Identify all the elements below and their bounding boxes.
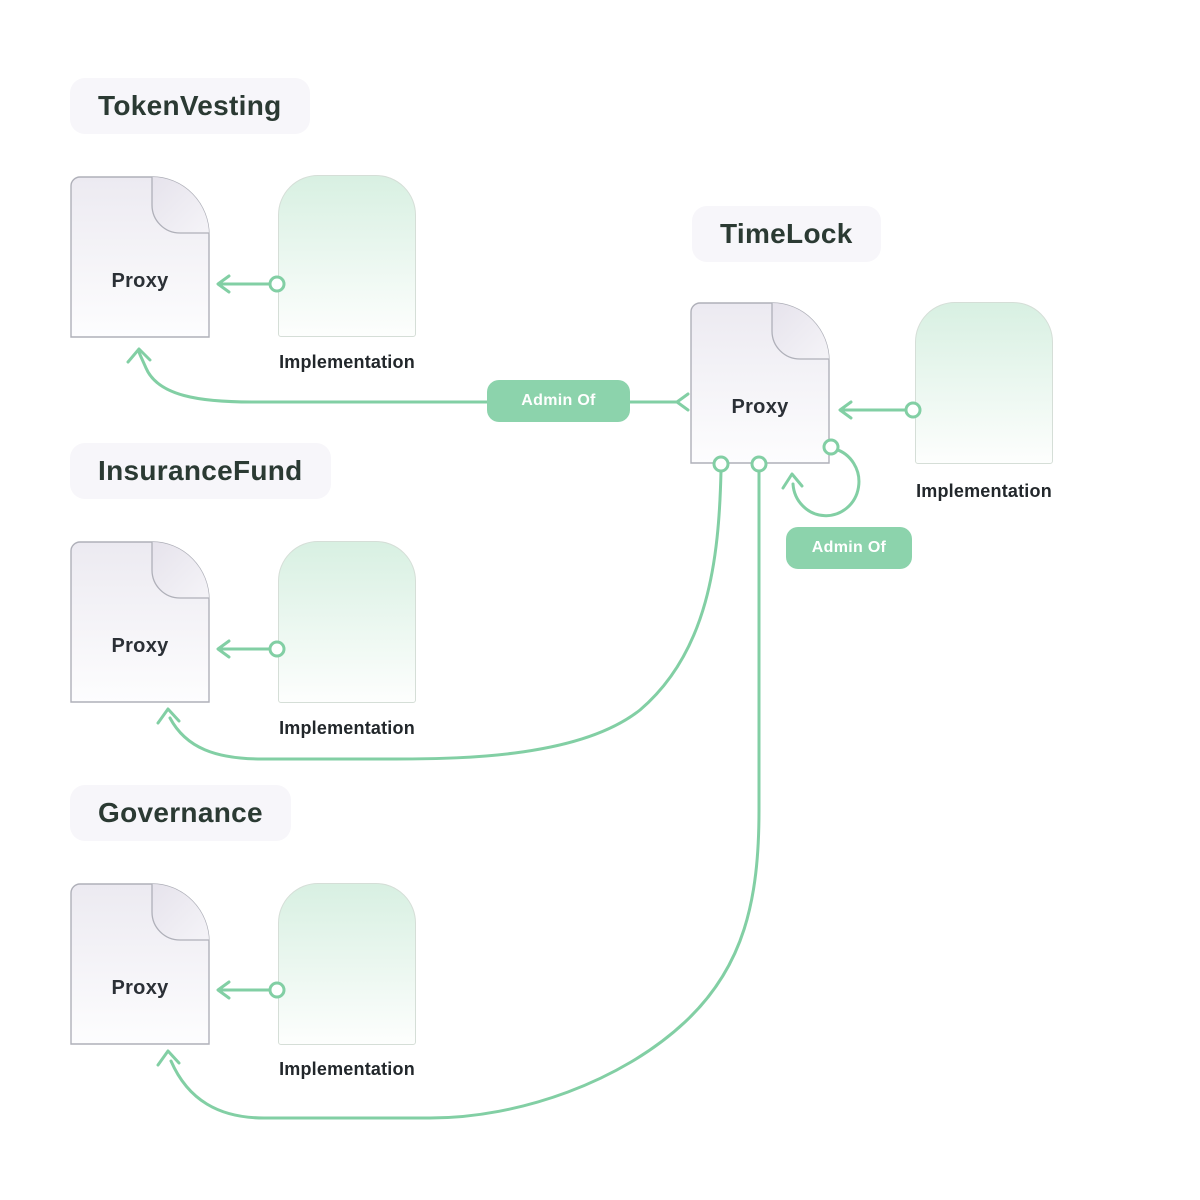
connection-point-icon <box>268 640 286 658</box>
implementation-node-tokenvesting <box>278 175 416 337</box>
admin-edge-timelock-to-governance <box>156 455 768 1120</box>
arrowhead-up-icon <box>156 1049 181 1067</box>
group-title-label: InsuranceFund <box>98 455 303 486</box>
implementation-node-timelock <box>915 302 1053 464</box>
connection-point-icon <box>268 275 286 293</box>
document-icon <box>70 541 210 703</box>
arrowhead-left-icon <box>216 639 231 659</box>
admin-of-badge-tokenvesting: Admin Of <box>487 380 630 422</box>
group-title-label: TokenVesting <box>98 90 282 121</box>
impl-to-proxy-arrow-insurancefund <box>216 639 286 659</box>
admin-of-badge-label: Admin Of <box>811 539 887 556</box>
proxy-label: Proxy <box>111 977 169 999</box>
proxy-node-timelock: Proxy <box>690 302 830 464</box>
connection-point-icon <box>904 401 922 419</box>
admin-of-badge-self: Admin Of <box>786 527 912 569</box>
connection-point-icon <box>750 455 768 473</box>
proxy-node-insurancefund: Proxy <box>70 541 210 703</box>
arrowhead-up-icon <box>126 347 152 364</box>
document-icon <box>70 883 210 1045</box>
group-title-insurancefund: InsuranceFund <box>70 443 331 499</box>
arrowhead-up-icon <box>781 472 804 490</box>
impl-to-proxy-arrow-timelock <box>838 400 922 420</box>
proxy-node-tokenvesting: Proxy <box>70 176 210 338</box>
arrowhead-left-icon <box>838 400 853 420</box>
arrowhead-up-icon <box>156 707 181 725</box>
proxy-label: Proxy <box>731 396 789 418</box>
implementation-label: Implementation <box>279 718 415 738</box>
proxy-node-governance: Proxy <box>70 883 210 1045</box>
group-title-tokenvesting: TokenVesting <box>70 78 310 134</box>
group-title-label: Governance <box>98 797 263 828</box>
admin-edge-timelock-to-tokenvesting <box>126 347 690 412</box>
connection-point-icon <box>268 981 286 999</box>
proxy-label: Proxy <box>111 635 169 657</box>
impl-to-proxy-arrow-governance <box>216 980 286 1000</box>
connection-point-icon <box>822 438 840 456</box>
document-icon <box>70 176 210 338</box>
admin-edge-timelock-to-insurancefund <box>156 455 730 761</box>
group-title-governance: Governance <box>70 785 291 841</box>
implementation-node-insurancefund <box>278 541 416 703</box>
admin-of-badge-label: Admin Of <box>521 392 596 409</box>
chevron-left-icon <box>675 392 690 412</box>
implementation-node-governance <box>278 883 416 1045</box>
implementation-label: Implementation <box>279 1059 415 1079</box>
arrowhead-left-icon <box>216 274 231 294</box>
connection-point-icon <box>712 455 730 473</box>
arrowhead-left-icon <box>216 980 231 1000</box>
implementation-label: Implementation <box>916 481 1052 501</box>
implementation-label: Implementation <box>279 352 415 372</box>
admin-self-loop-timelock <box>781 438 861 518</box>
group-title-label: TimeLock <box>720 218 853 249</box>
document-icon <box>690 302 830 464</box>
group-title-timelock: TimeLock <box>692 206 881 262</box>
proxy-label: Proxy <box>111 270 169 292</box>
impl-to-proxy-arrow-tokenvesting <box>216 274 286 294</box>
